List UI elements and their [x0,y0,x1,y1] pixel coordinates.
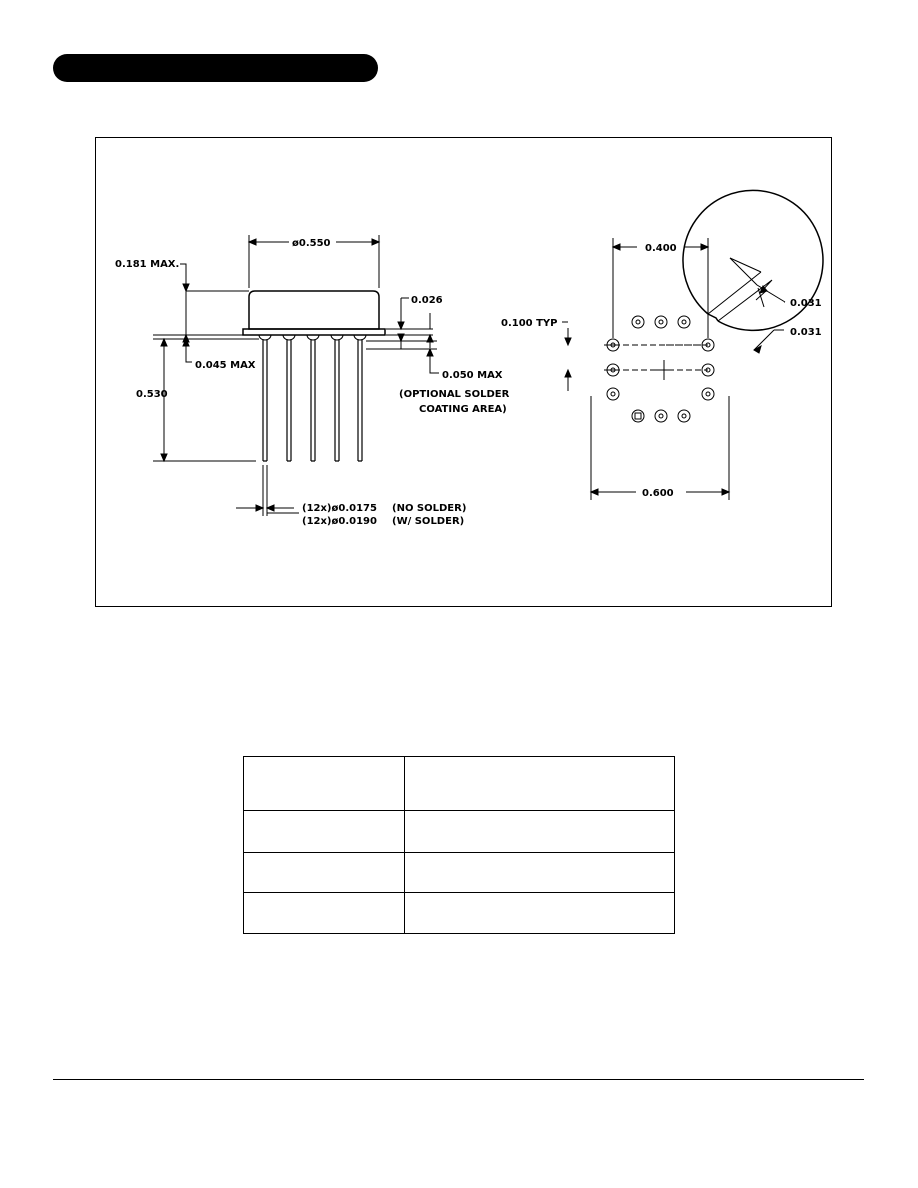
lead [286,340,292,461]
spec-table [243,755,675,935]
dim-solder-max: 0.050 MAX [442,370,503,381]
lead-bead [282,334,296,341]
lead [310,340,316,461]
dim-lead-diameter-bare: (12x)ø0.0175 [302,503,377,514]
table-row [243,810,675,853]
lead-bead [306,334,320,341]
dim-lead-diameter-solder: (12x)ø0.0190 [302,516,377,527]
can-body [248,290,380,330]
lead-bead [353,334,367,341]
header-base [682,189,824,332]
table-row [243,891,675,935]
table-cell [404,755,675,812]
table-cell [404,810,675,853]
lead-bead [330,334,344,341]
solder-note-line-1: (OPTIONAL SOLDER [399,389,510,400]
lead-diameter-solder-note: (W/ SOLDER) [392,516,464,527]
dim-pin-span: 0.400 [645,243,677,254]
outline-drawing-svg: ø0.550 0.181 MAX. 0.026 0.045 MAX 0.050 … [115,189,824,527]
solder-note-line-2: COATING AREA) [419,404,507,415]
dim-pin-pitch: 0.100 TYP [501,318,558,329]
footer-divider [53,1079,864,1080]
table-cell [243,810,405,853]
dim-tab-width: 0.031 [790,298,822,309]
lead [262,340,268,461]
lead-bead [258,334,272,341]
dim-body-diameter: ø0.550 [292,238,331,249]
table-cell [404,891,675,935]
table-cell [243,891,405,935]
lead-diameter-bare-note: (NO SOLDER) [392,503,466,514]
dim-flange-thickness: 0.026 [411,295,443,306]
dim-base-diameter: 0.600 [642,488,674,499]
dim-tab-length: 0.031 [790,327,822,338]
dim-flange-offset: 0.045 MAX [195,360,256,371]
dim-max-height: 0.181 MAX. [115,259,179,270]
pin-array [606,315,715,423]
header-title-bar [53,54,378,82]
lead [357,340,363,461]
table-row [243,755,675,812]
package-drawing: ø0.550 0.181 MAX. 0.026 0.045 MAX 0.050 … [95,137,832,607]
index-tab [707,313,719,322]
dim-lead-length: 0.530 [136,389,168,400]
table-row [243,851,675,893]
table-cell [404,851,675,893]
table-cell [243,851,405,893]
lead [334,340,340,461]
header-flange [242,328,386,336]
table-cell [243,755,405,812]
